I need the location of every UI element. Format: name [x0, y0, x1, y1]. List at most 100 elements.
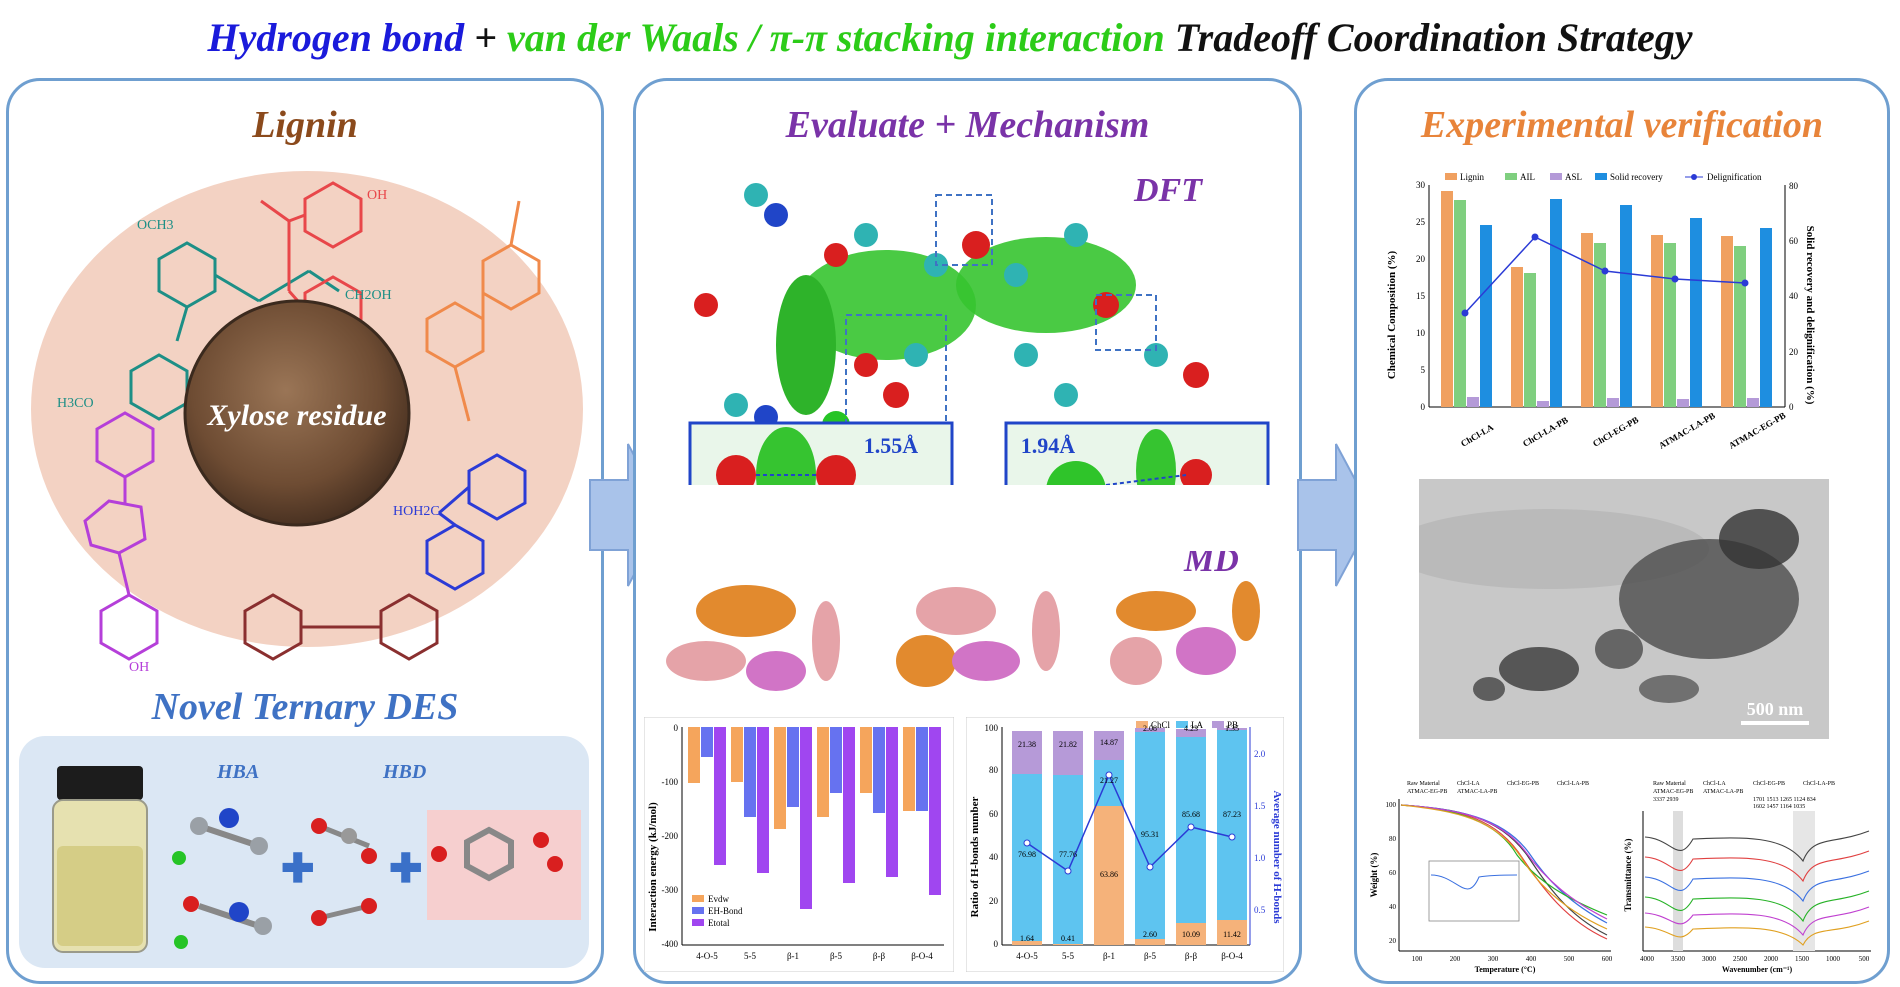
maroon-unit [243, 593, 439, 661]
chart-b-la-label-4: 85.68 [1182, 810, 1200, 819]
composition-ylabel: Chemical Composition (%) [1386, 251, 1398, 380]
chart-b-y2ticks: 0.5 1.0 1.5 2.0 [1254, 749, 1266, 915]
label-ch2oh-teal: CH2OH [345, 288, 392, 303]
chart-b-ylabel: Ratio of H-bonds number [969, 797, 981, 918]
ftir-band-1 [1673, 811, 1683, 951]
legend-etotal: Etotal [708, 918, 730, 928]
legend-solid-recovery: Solid recovery [1610, 172, 1663, 182]
tga-xtick-5: 600 [1602, 955, 1613, 963]
tga-ylabel: Weight (%) [1369, 853, 1379, 898]
tga-ytick-4: 100 [1386, 801, 1397, 809]
legend-asl: ASL [1565, 172, 1582, 182]
legend-pb: PB [1227, 720, 1238, 730]
chart-b-ytick-1: 20 [989, 896, 999, 906]
tem-image: 500 nm [1419, 479, 1829, 739]
comp-cat-0: ChCl-LA [1459, 422, 1496, 449]
chart-b-chcl-label-2: 63.86 [1100, 870, 1118, 879]
composition-y2ticks: 0 20 40 60 80 [1789, 181, 1799, 412]
ftir-legend-5: ATMAC-LA-PB [1703, 789, 1743, 795]
chart-b-y2tick-2: 1.5 [1254, 801, 1266, 811]
tga-ytick-3: 80 [1389, 835, 1397, 843]
ftir-xticks: 4000 3500 3000 2500 2000 1500 1000 500 [1640, 955, 1870, 963]
lignin-structure-diagram: OCH3 H3CO OH CH2OH HOH2C OH Xylose resid… [31, 171, 583, 675]
label-oh-red: OH [367, 188, 387, 203]
ftir-peaks-3: 1602 1457 1164 1035 [1753, 804, 1805, 810]
ftir-xtick-5: 1500 [1795, 955, 1810, 963]
chart-a-ytick-2: -200 [662, 831, 679, 841]
comp-y2tick-4: 80 [1789, 181, 1799, 191]
chart-a-cat-3: β-5 [830, 951, 843, 961]
chart-b-yticks: 0 20 40 60 80 100 [985, 723, 999, 949]
chart-a-cat-4: β-β [873, 951, 886, 961]
chart-b-la-label-1: 77.76 [1059, 850, 1077, 859]
ftir-xtick-2: 3000 [1702, 955, 1717, 963]
ftir-legend-0: Raw Material [1653, 781, 1686, 787]
label-hoh2c-blue: HOH2C [393, 504, 440, 519]
evaluate-panel: Evaluate + Mechanism DFT 1. [633, 78, 1302, 984]
ftir-legend-2: ChCl-EG-PB [1753, 781, 1785, 787]
hba-molecule-2 [174, 896, 272, 949]
chart-a-yticks: 0 -100 -200 -300 -400 [662, 723, 679, 949]
blue-unit [425, 453, 527, 591]
bond-length-2: 1.94Å [1021, 433, 1076, 458]
composition-legend: Lignin AIL ASL Solid recovery Delignific… [1445, 172, 1762, 182]
bond-length-1: 1.55Å [864, 433, 919, 458]
chart-b-chcl-label-4: 10.09 [1182, 930, 1200, 939]
composition-yticks: 0 5 10 15 20 25 30 [1416, 180, 1426, 412]
chart-b-chcl-label-5: 11.42 [1223, 930, 1241, 939]
hba-label: HBA [216, 761, 259, 783]
ftir-xtick-7: 500 [1859, 955, 1870, 963]
tga-xtick-1: 200 [1450, 955, 1461, 963]
chart-b-xlabels: 4-O-5 5-5 β-1 β-5 β-β β-O-4 [1016, 951, 1243, 961]
dft-highlight-box-3 [1095, 294, 1157, 351]
composition-chart: Lignin AIL ASL Solid recovery Delignific… [1386, 172, 1815, 451]
chart-b-ytick-5: 100 [985, 723, 999, 733]
composition-y2label: Solid recovery and delignification (%) [1804, 226, 1815, 405]
chart-b-chcl-label-0: 1.64 [1020, 934, 1034, 943]
title-hydrogen-bond: Hydrogen bond [207, 15, 465, 60]
legend-la: LA [1191, 720, 1203, 730]
tga-ytick-1: 40 [1389, 903, 1397, 911]
chart-b-cat-0: 4-O-5 [1016, 951, 1038, 961]
tga-ytick-0: 20 [1389, 937, 1397, 945]
des-box: HBA HBD ✚ ✚ [19, 736, 589, 968]
legend-ail: AIL [1520, 172, 1535, 182]
tga-legend-5: ATMAC-LA-PB [1457, 789, 1497, 795]
tga-inset [1428, 860, 1520, 922]
plus-sign-2: ✚ [389, 846, 423, 891]
purple-unit [83, 411, 159, 661]
evaluate-title: Evaluate + Mechanism [785, 104, 1150, 146]
hbd-molecule-eg [311, 898, 377, 926]
ftir-chart: Raw Material ChCl-LA ChCl-EG-PB ChCl-LA-… [1623, 781, 1871, 974]
chart-b-bars [1012, 728, 1247, 945]
ftir-legend-1: ChCl-LA [1703, 781, 1726, 787]
dft-atoms [694, 183, 1209, 439]
md-snapshot-3 [1110, 581, 1260, 685]
chart-b-y2label: Average number of H-bonds [1271, 790, 1283, 924]
interaction-energy-chart: Interaction energy (kJ/mol) 0 -100 -200 … [644, 717, 954, 972]
chart-b-chcl-label-3: 2.60 [1143, 930, 1157, 939]
comp-ytick-6: 30 [1416, 180, 1426, 190]
label-oh-purple: OH [129, 660, 149, 675]
chart-b-cat-3: β-5 [1144, 951, 1157, 961]
des-illustration: HBA HBD ✚ ✚ [52, 761, 581, 953]
chart-b-cat-1: 5-5 [1062, 951, 1074, 961]
lignin-title: Lignin [252, 104, 358, 146]
comp-y2tick-0: 0 [1789, 402, 1794, 412]
ftir-xtick-0: 4000 [1640, 955, 1655, 963]
chart-b-ytick-0: 0 [994, 939, 999, 949]
chart-a-cat-5: β-O-4 [911, 951, 933, 961]
legend-ehbond: EH-Bond [708, 906, 743, 916]
tga-ytick-2: 60 [1389, 869, 1397, 877]
ftir-xtick-4: 2000 [1764, 955, 1779, 963]
dft-structure: DFT 1.55Å [688, 172, 1270, 485]
hbond-ratio-chart: Ratio of H-bonds number Average number o… [966, 717, 1284, 972]
tga-curves [1400, 804, 1608, 940]
experimental-panel: Experimental verification Lignin AIL ASL… [1354, 78, 1890, 984]
chart-a-ytick-1: -100 [662, 777, 679, 787]
legend-delignification: Delignification [1707, 172, 1762, 182]
chart-a-ytick-4: -400 [662, 939, 679, 949]
tga-legend-1: ChCl-LA [1457, 781, 1480, 787]
chart-a-ylabel: Interaction energy (kJ/mol) [647, 802, 659, 932]
ftir-curves [1644, 830, 1870, 946]
